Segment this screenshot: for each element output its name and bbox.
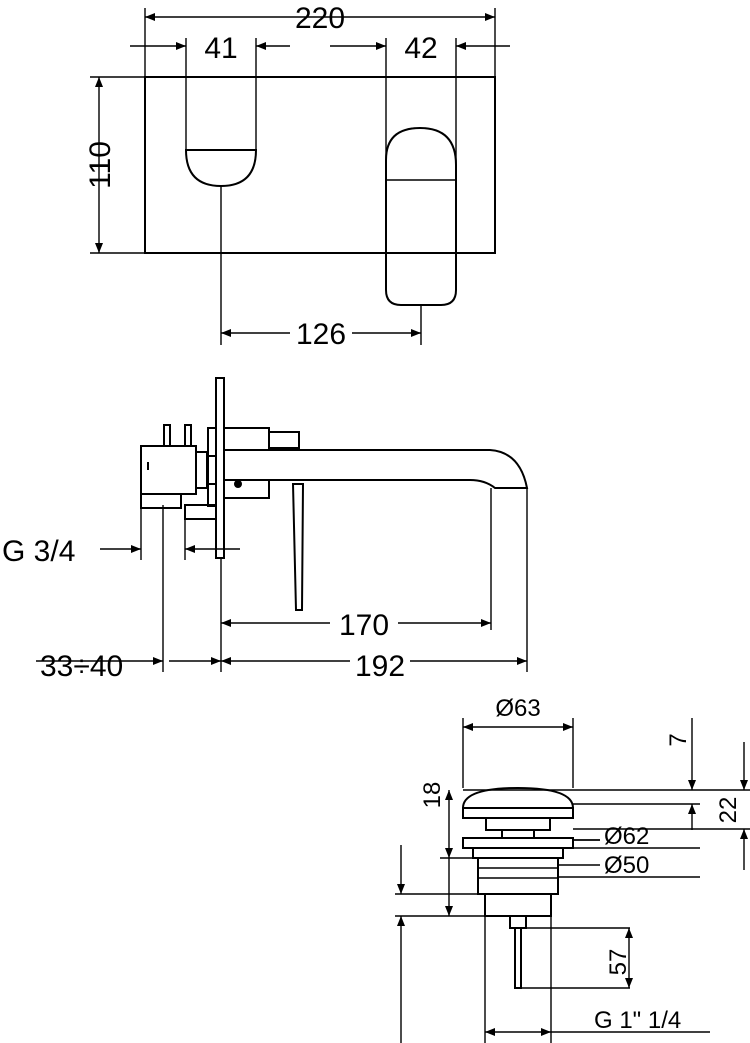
dim-label-d50: Ø50 xyxy=(604,852,649,879)
waste-thread-label: G 1" 1/4 xyxy=(594,1007,681,1034)
side-view: G 3/4 170 33÷40 192 xyxy=(2,377,529,683)
valve-body xyxy=(140,445,197,495)
waste-cap xyxy=(461,786,575,809)
side-wall-plate xyxy=(215,377,225,559)
dim-label-d62: Ø62 xyxy=(604,823,649,850)
waste-body xyxy=(477,857,559,895)
side-lever xyxy=(291,483,305,611)
spout xyxy=(223,449,529,489)
dim-label-220: 220 xyxy=(295,2,345,35)
dim-label-110: 110 xyxy=(84,141,117,189)
dim-label-42: 42 xyxy=(404,32,437,65)
tail-pipe xyxy=(514,927,522,989)
dim-label-126: 126 xyxy=(296,318,346,351)
dim-label-22: 22 xyxy=(715,797,742,824)
dim-label-41: 41 xyxy=(204,32,237,65)
dim-label-d63: Ø63 xyxy=(495,695,540,722)
dim-label-192: 192 xyxy=(355,650,405,683)
thread-label: G 3/4 xyxy=(2,535,75,568)
dim-label-18: 18 xyxy=(419,782,446,809)
front-view: 220 41 42 110 126 xyxy=(84,2,510,351)
handle-cutout xyxy=(184,149,258,188)
dim-label-7: 7 xyxy=(665,733,692,746)
dim-label-170: 170 xyxy=(339,609,389,642)
dim-label-wall-range: 33÷40 xyxy=(40,650,123,683)
wall-plate xyxy=(144,76,496,254)
lever-handle xyxy=(385,126,457,306)
waste-view: Ø63 7 22 18 Ø62 Ø50 57 G 1" 1/4 xyxy=(395,695,750,1043)
dim-label-57: 57 xyxy=(605,949,632,976)
